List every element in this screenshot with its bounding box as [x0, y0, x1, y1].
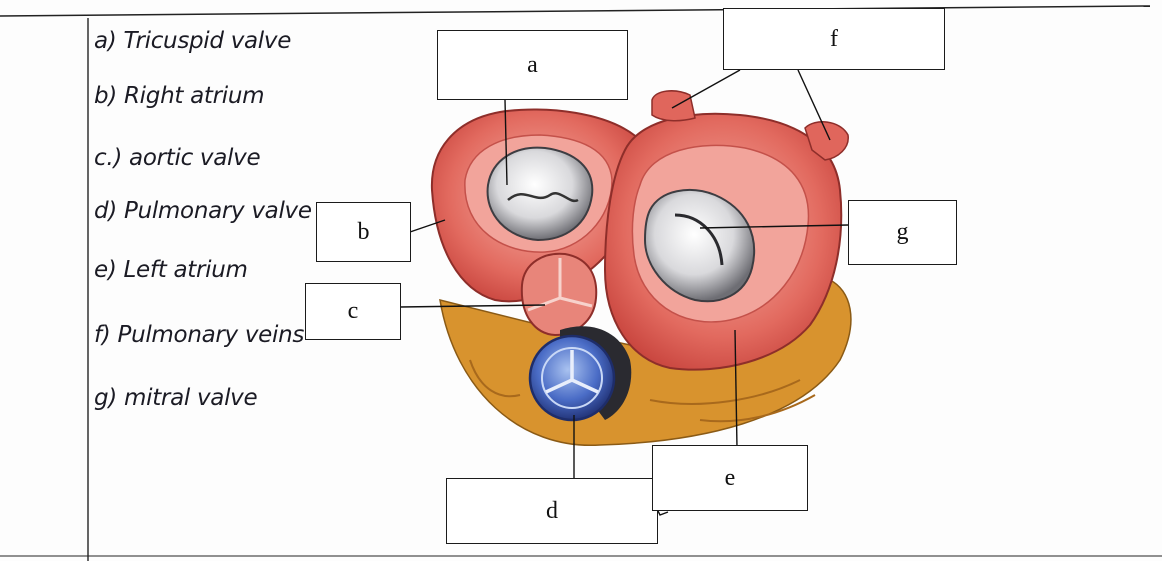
answer-key-a: a) — [94, 28, 116, 54]
answer-key-e: e) — [94, 257, 117, 283]
answer-text-c: aortic valve — [129, 145, 260, 171]
top-border-line — [0, 6, 1150, 16]
label-box-f: f — [723, 8, 945, 70]
answer-note-g: g) mitral valve — [94, 385, 257, 411]
answer-note-f: f) Pulmonary veins — [94, 322, 304, 348]
label-box-d: d — [446, 478, 658, 544]
answer-key-f: f) — [94, 322, 110, 348]
label-box-c: c — [305, 283, 401, 340]
label-box-a: a — [437, 30, 628, 100]
answer-text-g: mitral valve — [124, 385, 257, 411]
answer-key-b: b) — [94, 83, 117, 109]
answer-key-c: c.) — [94, 145, 122, 171]
answer-text-b: Right atrium — [124, 83, 264, 109]
answer-key-d: d) — [94, 198, 117, 224]
label-box-g: g — [848, 200, 957, 265]
answer-text-a: Tricuspid valve — [123, 28, 291, 54]
answer-text-f: Pulmonary veins — [118, 322, 305, 348]
label-box-b: b — [316, 202, 411, 262]
answer-note-a: a) Tricuspid valve — [94, 28, 291, 54]
answer-key-g: g) — [94, 385, 117, 411]
answer-text-d: Pulmonary valve — [124, 198, 312, 224]
answer-note-b: b) Right atrium — [94, 83, 264, 109]
answer-text-e: Left atrium — [124, 257, 248, 283]
answer-note-d: d) Pulmonary valve — [94, 198, 312, 224]
answer-note-e: e) Left atrium — [94, 257, 248, 283]
pulmonary-vein-left — [652, 91, 695, 121]
answer-note-c: c.) aortic valve — [94, 145, 260, 171]
tricuspid-valve-opening — [488, 148, 593, 240]
label-box-e: e — [652, 445, 808, 511]
